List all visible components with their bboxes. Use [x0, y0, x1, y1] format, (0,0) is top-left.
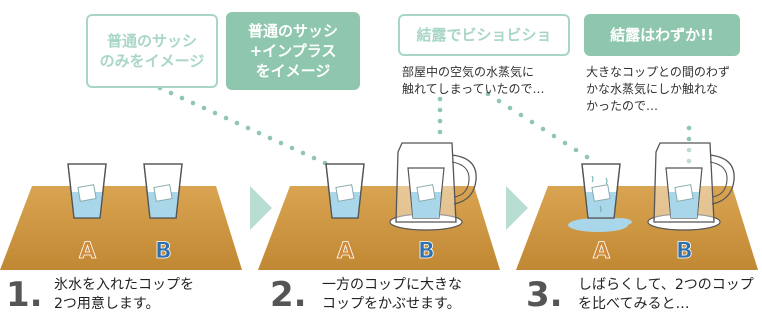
glass-a-panel-1: [67, 163, 107, 219]
table-2: [258, 186, 500, 270]
label-a-panel-1: A: [79, 239, 96, 264]
step-3-line-2: を比べてみると…: [578, 296, 690, 312]
step-3-line-1: しばらくして、2つのコップ: [578, 277, 754, 293]
callout-condensation-text: 結露でビショビショ: [416, 26, 552, 44]
label-b-panel-1: B: [155, 239, 172, 264]
callout-sash-only-line-2: のみをイメージ: [99, 52, 205, 70]
note-slight-line-1: 大きなコップとの間のわず: [586, 65, 730, 79]
callout-sash-plus-line-3: をイメージ: [255, 62, 331, 80]
glass-b-panel-1: [143, 163, 183, 219]
note-condensation-line-2: 触れてしまっていたので…: [402, 82, 545, 96]
pitcher-panel-3: [647, 142, 735, 231]
label-a-panel-2: A: [337, 239, 354, 264]
step-3-number: 3.: [526, 275, 563, 315]
callout-sash-plus: 普通のサッシ +インプラス をイメージ: [226, 12, 360, 90]
step-1-number: 1.: [6, 275, 43, 315]
step-2-line-2: コップをかぶせます。: [322, 296, 461, 312]
label-b-panel-2: B: [418, 239, 435, 264]
note-condensation-line-1: 部屋中の空気の水蒸気に: [402, 65, 535, 79]
table-3: [516, 186, 758, 270]
leader-sash-plus: [437, 96, 443, 135]
step-2-number: 2.: [270, 275, 307, 315]
glass-a-panel-2: [325, 163, 365, 219]
callout-slight-text: 結露はわずか!!: [610, 26, 714, 44]
note-slight: 大きなコップとの間のわず かな水蒸気にしか触れな かったので…: [586, 64, 730, 115]
pitcher-panel-2: [389, 142, 477, 231]
note-slight-line-2: かな水蒸気にしか触れな: [586, 82, 719, 96]
callout-slight: 結露はわずか!!: [584, 14, 740, 56]
step-2-caption: 一方のコップに大きな コップをかぶせます。: [322, 276, 462, 314]
step-3-caption: しばらくして、2つのコップ を比べてみると…: [578, 276, 754, 314]
leader-sash-only: [157, 85, 328, 166]
step-1-line-1: 氷水を入れたコップを: [54, 277, 194, 293]
step-1-caption: 氷水を入れたコップを 2つ用意します。: [54, 276, 194, 314]
leader-condensation: [485, 91, 590, 160]
step-arrow-1: [250, 186, 272, 230]
step-2-line-1: 一方のコップに大きな: [322, 277, 462, 293]
note-slight-line-3: かったので…: [586, 99, 659, 113]
label-a-panel-3: A: [593, 239, 610, 264]
leader-slight: [686, 125, 692, 164]
glass-a-panel-3: [568, 163, 632, 232]
table-1: [0, 186, 242, 270]
callout-condensation: 結露でビショビショ: [398, 14, 570, 56]
step-1-line-2: 2つ用意します。: [54, 296, 160, 312]
callout-sash-plus-line-2: +インプラス: [249, 42, 337, 60]
note-condensation: 部屋中の空気の水蒸気に 触れてしまっていたので…: [402, 64, 545, 98]
step-arrow-2: [506, 186, 528, 230]
label-b-panel-3: B: [676, 239, 693, 264]
callout-sash-plus-line-1: 普通のサッシ: [247, 22, 338, 40]
callout-sash-only-line-1: 普通のサッシ: [106, 32, 197, 50]
callout-sash-only: 普通のサッシ のみをイメージ: [86, 14, 218, 88]
